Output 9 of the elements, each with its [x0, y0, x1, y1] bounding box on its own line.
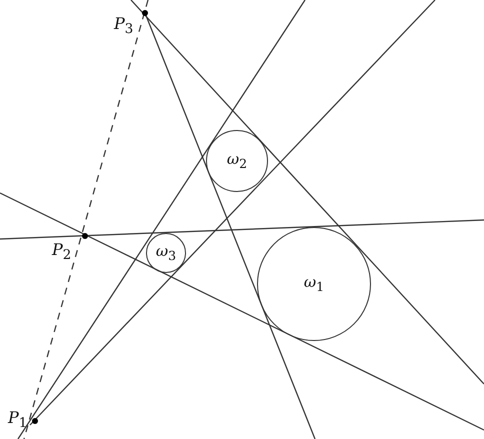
- circle: [206, 130, 268, 192]
- circle: [257, 227, 371, 341]
- circle-label: ω$_{1}$: [304, 274, 324, 294]
- circle-label: ω$_{3}$: [156, 244, 176, 262]
- circle-label: ω$_{2}$: [226, 152, 248, 170]
- circle: [146, 233, 186, 273]
- point-label: P$_{2}$: [52, 242, 72, 263]
- point-label: P$_{3}$: [114, 16, 134, 37]
- point-label: P$_{1}$: [8, 410, 28, 431]
